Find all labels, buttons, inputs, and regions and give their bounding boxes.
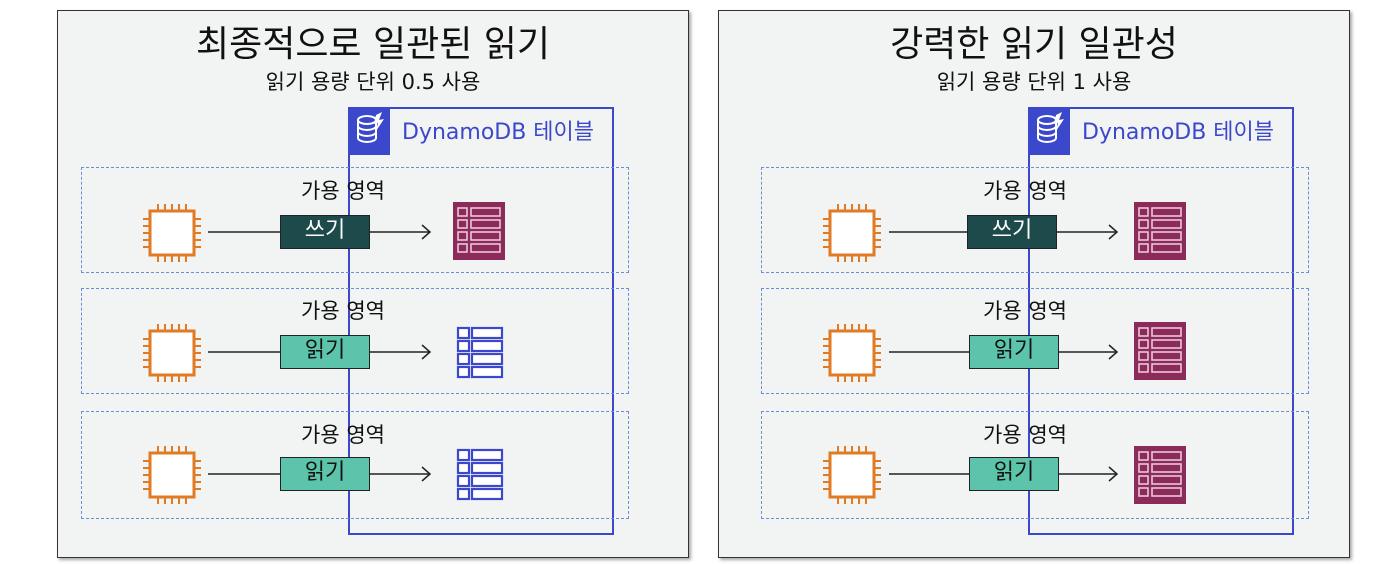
ec2-instance-icon xyxy=(823,446,881,504)
availability-zone xyxy=(81,411,629,519)
write-operation: 쓰기 xyxy=(280,215,370,249)
panel-title: 강력한 읽기 일관성 xyxy=(890,24,1178,65)
ec2-instance-icon xyxy=(143,204,201,262)
table-partition-icon xyxy=(456,326,504,379)
availability-zone-label: 가용 영역 xyxy=(301,179,385,203)
table-partition-icon xyxy=(1134,202,1186,260)
ec2-instance-icon xyxy=(823,324,881,382)
table-partition-icon xyxy=(1134,322,1186,380)
dynamodb-table-label: DynamoDB 테이블 xyxy=(402,120,595,145)
strong-consistency-panel: 강력한 읽기 일관성 읽기 용량 단위 1 사용 DynamoDB 테이블 가용… xyxy=(718,10,1350,558)
ec2-instance-icon xyxy=(823,204,881,262)
dynamodb-table-label: DynamoDB 테이블 xyxy=(1082,120,1275,145)
dynamodb-icon xyxy=(348,107,390,155)
ec2-instance-icon xyxy=(143,446,201,504)
ec2-instance-icon xyxy=(143,324,201,382)
read-operation: 읽기 xyxy=(280,335,370,369)
read-operation: 읽기 xyxy=(969,335,1059,369)
panel-subtitle: 읽기 용량 단위 0.5 사용 xyxy=(265,70,481,94)
read-operation: 읽기 xyxy=(280,457,370,491)
table-partition-icon xyxy=(456,448,504,501)
panel-title: 최종적으로 일관된 읽기 xyxy=(195,24,551,65)
availability-zone xyxy=(761,167,1309,273)
table-partition-icon xyxy=(1134,446,1186,504)
availability-zone xyxy=(761,411,1309,519)
flow-connectors xyxy=(889,224,1119,482)
eventual-consistency-panel: 최종적으로 일관된 읽기 읽기 용량 단위 0.5 사용 DynamoDB 테이… xyxy=(57,10,689,558)
availability-zone xyxy=(81,288,629,394)
dynamodb-table-box xyxy=(348,107,614,535)
availability-zone-label: 가용 영역 xyxy=(301,423,385,447)
table-partition-icon xyxy=(453,202,505,260)
dynamodb-table-box xyxy=(1028,107,1294,535)
panel-subtitle: 읽기 용량 단위 1 사용 xyxy=(936,70,1132,94)
availability-zone xyxy=(761,288,1309,394)
availability-zone-label: 가용 영역 xyxy=(983,179,1067,203)
availability-zone-label: 가용 영역 xyxy=(983,299,1067,323)
read-operation: 읽기 xyxy=(969,457,1059,491)
availability-zone xyxy=(81,167,629,273)
availability-zone-label: 가용 영역 xyxy=(301,299,385,323)
write-operation: 쓰기 xyxy=(967,215,1057,249)
availability-zone-label: 가용 영역 xyxy=(983,423,1067,447)
flow-connectors xyxy=(208,224,432,482)
dynamodb-icon xyxy=(1028,107,1070,155)
